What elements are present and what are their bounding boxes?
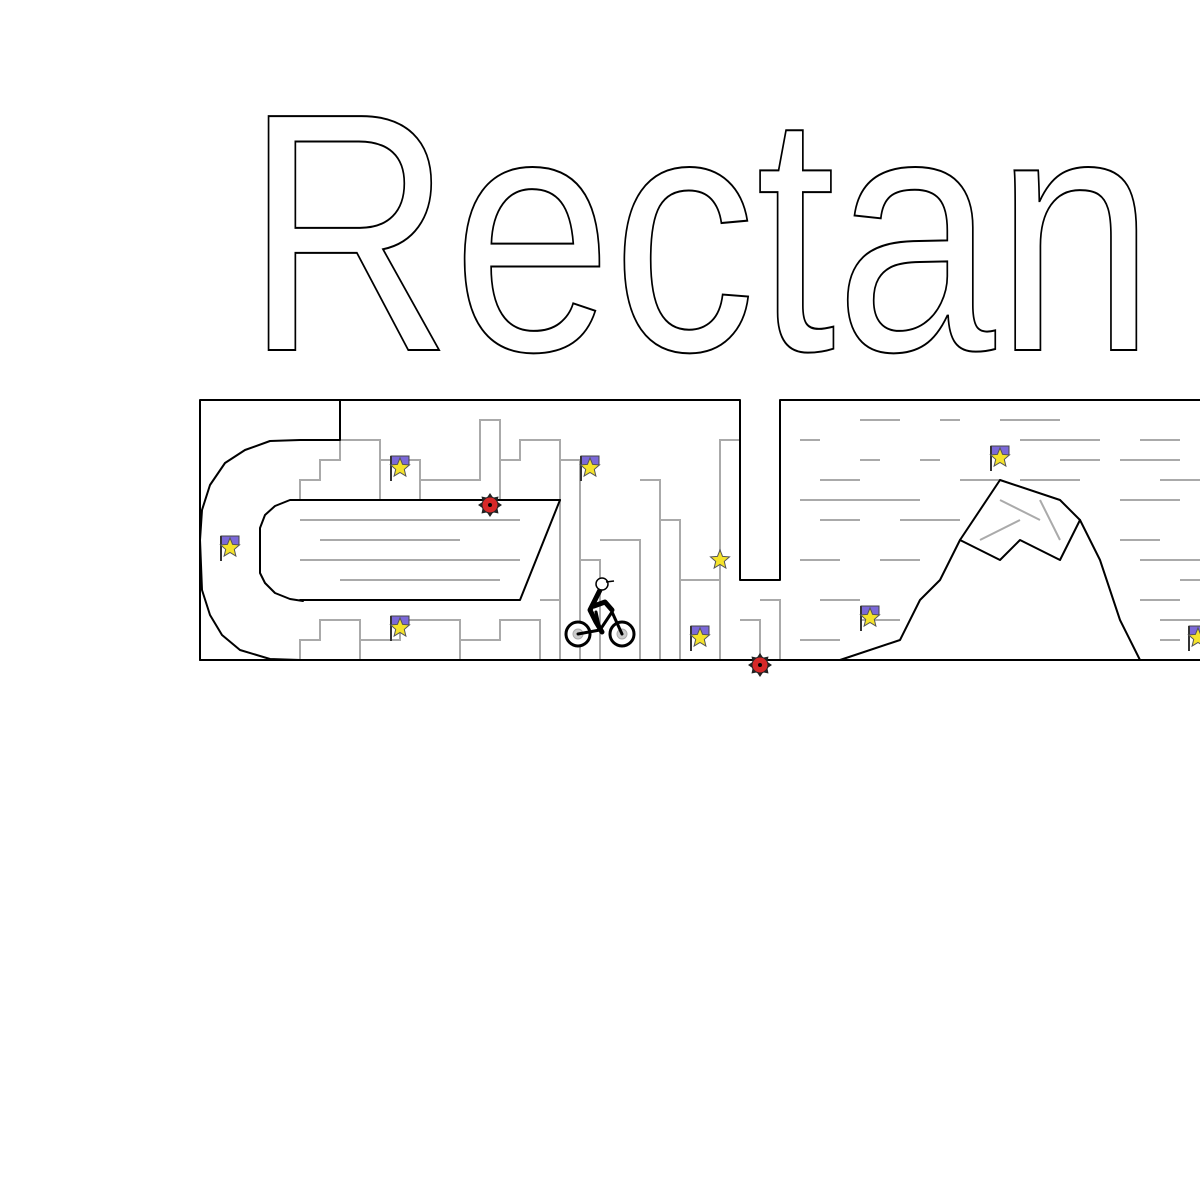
track-line (839, 479, 1141, 661)
star-shape (689, 626, 711, 648)
scenery-line (979, 519, 1021, 541)
bomb-icon (478, 493, 502, 517)
scenery-line (299, 439, 381, 500)
flag-star-icon (689, 625, 711, 651)
rider-helmet (595, 577, 609, 591)
star-shape (859, 606, 881, 628)
scenery-line (680, 579, 721, 660)
bomb-icon (748, 653, 772, 677)
track-items (219, 445, 1200, 677)
flag-star-icon (579, 455, 601, 481)
track-line (199, 399, 341, 661)
scenery-line (360, 619, 461, 660)
scenery-line (299, 619, 361, 660)
star-icon (709, 548, 731, 570)
scenery-line (600, 539, 641, 660)
flag-star-icon (859, 605, 881, 631)
flag-star-icon (389, 455, 411, 481)
scenery-line (420, 419, 501, 500)
star-shape (219, 536, 241, 558)
scenery-line (640, 479, 661, 660)
scenery-lines (299, 419, 1200, 660)
star-shape (989, 446, 1011, 468)
rider-body (587, 587, 615, 635)
flag-star-icon (1187, 625, 1200, 651)
scenery-line (760, 599, 781, 660)
scenery-line (660, 519, 681, 660)
flag-star-icon (389, 615, 411, 641)
scenery-line (719, 439, 740, 660)
scenery-line (740, 619, 761, 660)
star-shape (389, 616, 411, 638)
track-line (199, 399, 1200, 661)
track-line (299, 499, 561, 601)
track-title-lettering: Rectan (245, 43, 1155, 423)
helmet-visor (605, 580, 615, 583)
physics-lines (199, 399, 1200, 661)
track-line (259, 499, 561, 602)
flag-star-icon (219, 535, 241, 561)
scenery-line (999, 499, 1041, 521)
flag-star-icon (989, 445, 1011, 471)
scenery-line (500, 439, 561, 660)
star-shape (1187, 626, 1200, 648)
track-line (959, 519, 1081, 561)
star-shape (579, 456, 601, 478)
bmx-rider-icon (564, 577, 636, 648)
star-shape (389, 456, 411, 478)
scenery-line (1039, 499, 1061, 541)
bomb-center (488, 503, 492, 507)
scenery-line (460, 619, 541, 660)
bomb-center (758, 663, 762, 667)
